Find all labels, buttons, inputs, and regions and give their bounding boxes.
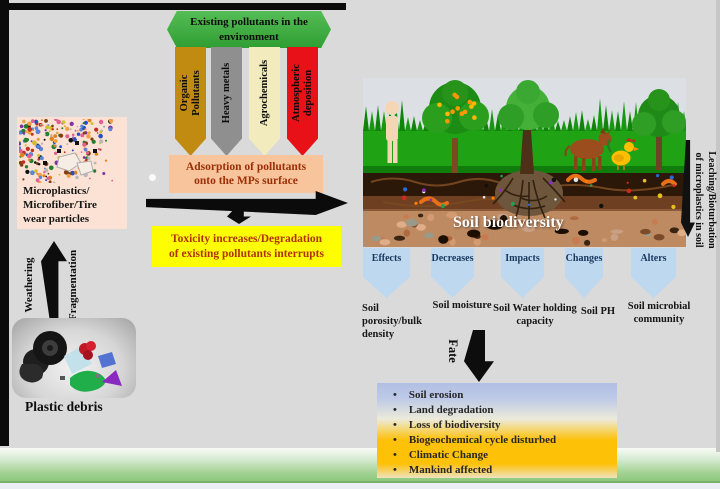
banner-existing-pollutants: Existing pollutants in the environment [167,11,331,48]
cow-figure [564,128,612,171]
leaching-label: Leaching/Bioturbation of microplastics i… [693,151,718,249]
microplastics-panel: Microplastics/ Microfiber/Tire wear part… [17,117,127,229]
ribbon-label: Atmospheric deposition [290,63,314,122]
outcome-item: Land degradation [389,403,617,418]
chicken-figure [607,138,639,170]
target-soil-porosity: Soil porosity/bulk density [362,303,422,340]
microplastics-speckle-image [17,117,114,185]
target-soil-ph: Soil PH [580,306,616,317]
outcome-item: Loss of biodiversity [389,418,617,433]
ribbon-label: Agrochemicals [258,59,270,126]
ribbon-heavy-metals: Heavy metals [211,47,242,156]
target-water-holding: Soil Water holding capacity [493,303,577,327]
fate-arrow-icon [464,330,494,382]
outcome-item: Climatic Change [389,448,617,463]
outcome-item: Biogeochemical cycle disturbed [389,433,617,448]
arrow-right-icon [146,191,348,215]
ribbon-organic-pollutants: Organic Pollutants [175,47,206,156]
chevron-impacts: Impacts [501,248,544,298]
outcome-item: Soil erosion [389,388,617,403]
ribbon-label: Organic Pollutants [178,70,202,116]
bottom-light-strip [0,483,720,489]
human-figure [385,101,399,163]
plastic-debris-label: Plastic debris [25,399,103,414]
right-edge-shade [716,0,720,452]
soil-biodiversity-scene: Soil biodiversity [363,78,687,247]
arrow-up-icon [41,241,67,319]
outcomes-box: Soil erosion Land degradation Loss of bi… [377,383,617,478]
microplastics-label: Microplastics/ Microfiber/Tire wear part… [23,185,97,225]
ribbon-agrochemicals: Agrochemicals [249,47,280,156]
chevron-effects: Effects [363,248,410,298]
target-soil-moisture: Soil moisture [432,300,492,311]
soil-biodiversity-caption: Soil biodiversity [453,214,564,231]
banner-text: Existing pollutants in the environment [190,16,308,43]
ribbon-label: Heavy metals [220,62,232,123]
adsorption-box: Adsorption of pollutants onto the MPs su… [169,155,323,193]
plastic-debris-image [12,318,136,398]
left-border-bar [0,0,9,446]
stray-bullet-dot [149,174,156,181]
chevron-changes: Changes [565,248,603,298]
ribbon-atmospheric-deposition: Atmospheric deposition [287,47,318,156]
top-border-bar [0,3,346,10]
target-microbial-community: Soil microbial community [627,301,691,325]
outcome-item: Mankind affected [389,463,617,478]
chevron-decreases: Decreases [431,248,474,298]
chevron-alters: Alters [631,248,676,298]
toxicity-box: Toxicity increases/Degradation of existi… [152,226,341,267]
fate-label: Fate [446,339,460,363]
